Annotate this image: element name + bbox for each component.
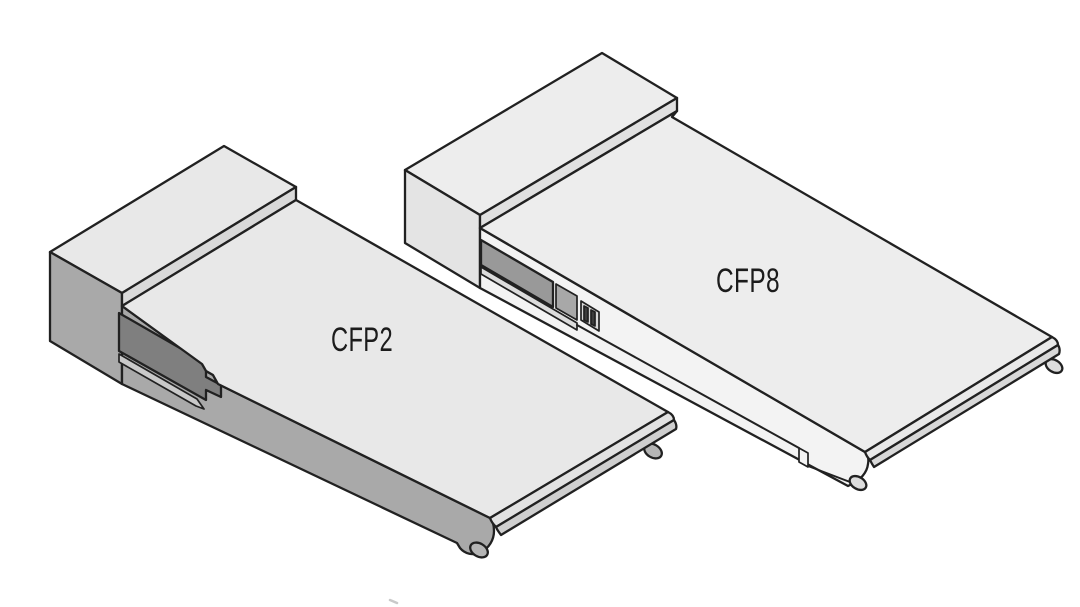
cfp2-slide-rail [118,353,205,410]
cfp8-module: CFP8 [403,51,1064,492]
cfp8-connector-pin-2 [590,309,596,327]
cfp2-label: CFP2 [331,321,393,359]
cfp2-front-left-tab [469,541,489,559]
cfp8-latch-slot [479,238,555,309]
stray-mark [388,598,399,605]
cfp8-label: CFP8 [716,262,780,300]
cfp8-side-crease-line [576,324,800,449]
cfp8-side-step-line [807,465,851,483]
cfp2-front-bevel-lower [494,418,678,537]
cfp8-connector-pin-1 [583,305,589,323]
cfp8-slide-rail [480,266,578,331]
cfp2-top-face [120,198,670,520]
cfp8-front-bevel-lower [868,343,1061,469]
cfp2-module: CFP2 [48,144,678,559]
cfp8-latch-slot-end [555,283,578,321]
cfp8-front-left-tab [848,474,868,492]
cfp8-top-face [478,109,1054,454]
